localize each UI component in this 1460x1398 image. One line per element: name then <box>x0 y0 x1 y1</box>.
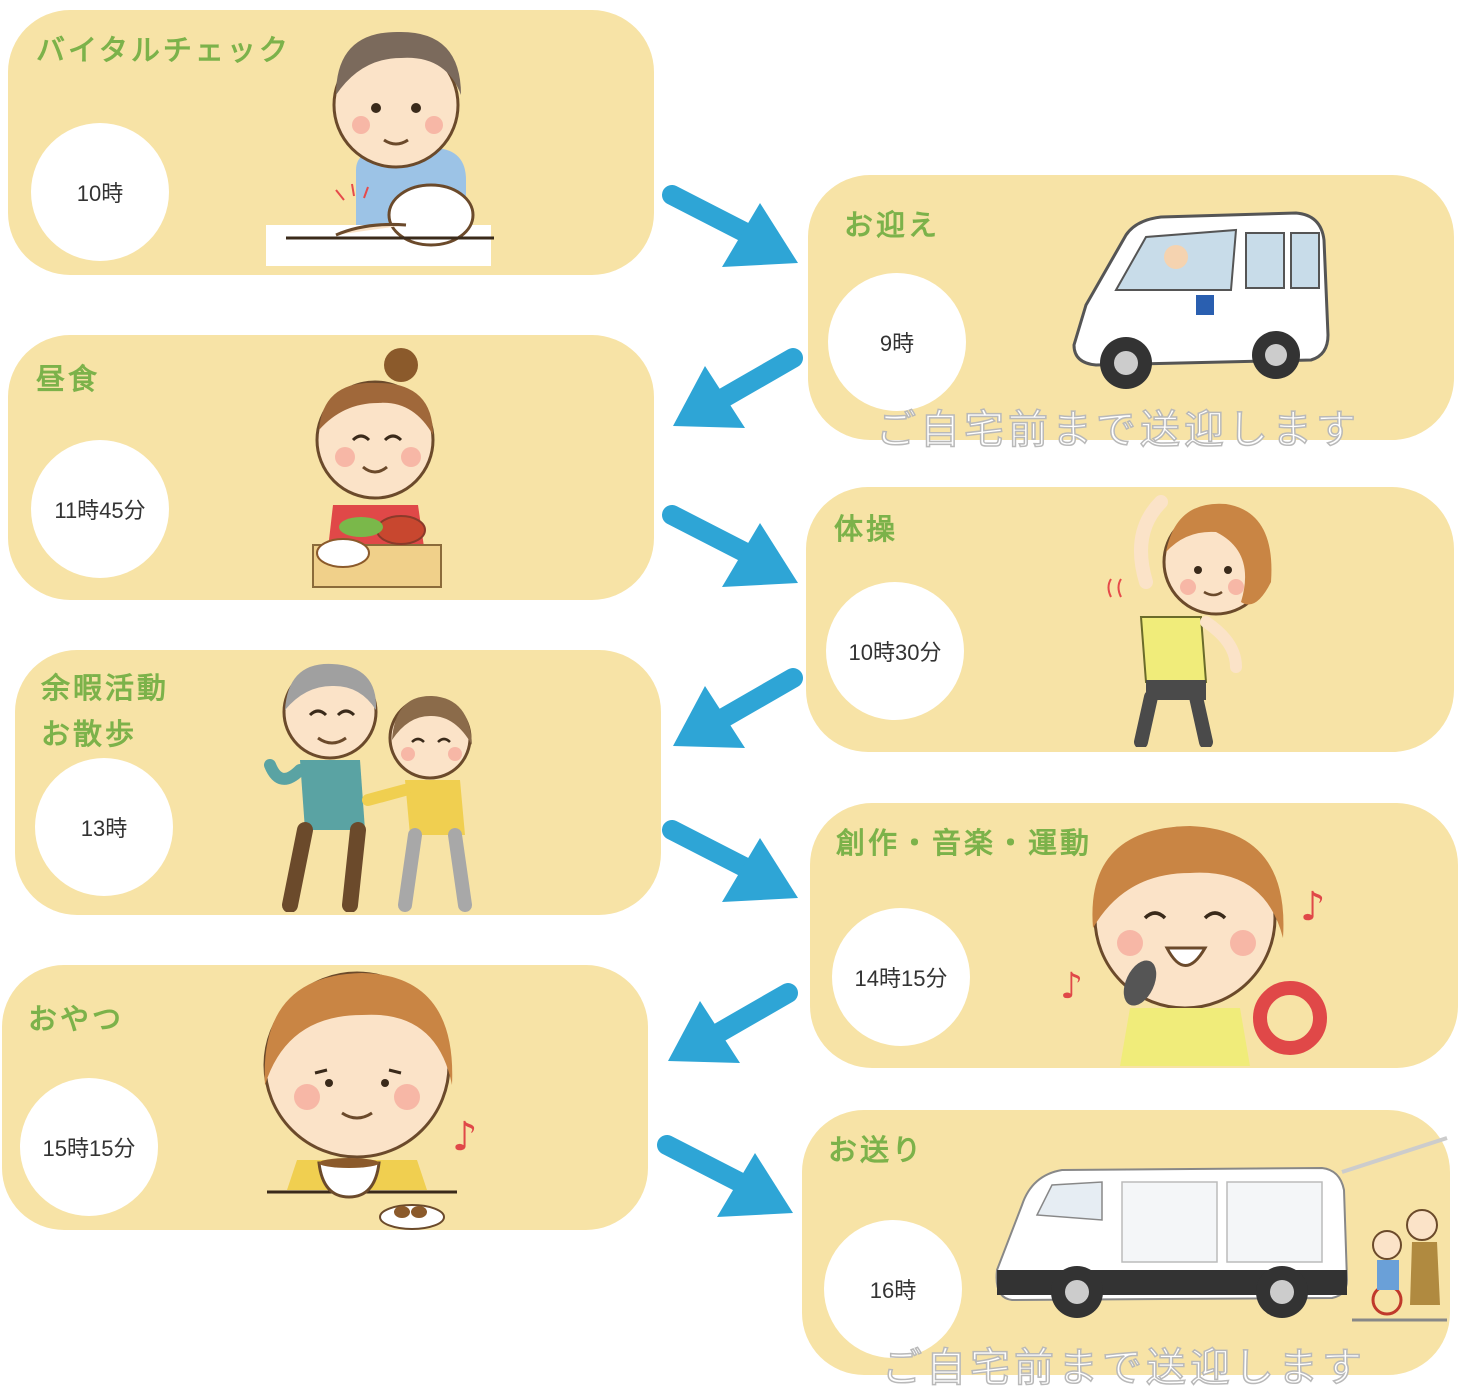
step-title: 余暇活動 <box>41 671 170 705</box>
lunch-serving-illustration <box>312 348 442 588</box>
step-time: 9時 <box>828 273 966 411</box>
arrow-left-down-icon <box>673 348 803 428</box>
blood-pressure-check-illustration <box>266 31 494 266</box>
svg-text:♪: ♪ <box>452 1114 478 1160</box>
step-card-exercise: 体操 10時30分 <box>806 487 1454 752</box>
step-title: お送り <box>828 1133 925 1167</box>
arrow-right-down-icon <box>662 820 798 902</box>
step-title: 体操 <box>834 512 899 546</box>
arrow-right-down-icon <box>662 505 798 587</box>
step-title: 創作・音楽・運動 <box>836 826 1093 860</box>
arrow-left-down-icon <box>673 668 803 748</box>
dropoff-van-illustration <box>995 1136 1448 1322</box>
step-time: 15時15分 <box>20 1078 158 1216</box>
step-title: お迎え <box>844 208 941 242</box>
step-title: おやつ <box>28 1002 125 1036</box>
step-card-creative-music-exercise: 創作・音楽・運動 14時15分 ♪ ♪ <box>810 803 1458 1068</box>
step-time: 16時 <box>824 1220 962 1358</box>
step-card-dropoff: お送り 16時 ご自宅前まで送迎します <box>802 1110 1450 1392</box>
step-note: ご自宅前まで送迎します <box>875 406 1360 454</box>
singing-woman-illustration: ♪ ♪ <box>1060 826 1327 1066</box>
arrow-left-down-icon <box>668 983 798 1063</box>
svg-text:♪: ♪ <box>1300 884 1326 930</box>
step-title: バイタルチェック <box>36 33 291 67</box>
step-title-line2: お散歩 <box>41 717 138 751</box>
step-card-vital-check: バイタルチェック 10時 <box>8 10 654 275</box>
walking-couple-illustration <box>264 663 472 912</box>
arrow-right-down-icon <box>662 185 798 267</box>
step-card-pickup: お迎え 9時 ご自宅前まで送迎します <box>808 175 1454 454</box>
step-time: 13時 <box>35 758 173 896</box>
step-card-lunch: 昼食 11時45分 <box>8 335 654 600</box>
pickup-van-illustration <box>1072 211 1330 389</box>
step-card-snack: おやつ 15時15分 ♪ <box>2 965 648 1230</box>
step-time: 10時30分 <box>826 582 964 720</box>
step-title: 昼食 <box>36 362 101 396</box>
stretching-woman-illustration <box>1107 495 1272 747</box>
tea-time-illustration: ♪ <box>263 971 478 1230</box>
step-note: ご自宅前まで送迎します <box>881 1344 1366 1392</box>
svg-text:♪: ♪ <box>1060 966 1083 1007</box>
step-card-leisure: 余暇活動 お散歩 13時 <box>15 650 661 915</box>
step-time: 11時45分 <box>31 440 169 578</box>
step-time: 14時15分 <box>832 908 970 1046</box>
arrow-right-down-icon <box>657 1135 793 1217</box>
step-time: 10時 <box>31 123 169 261</box>
